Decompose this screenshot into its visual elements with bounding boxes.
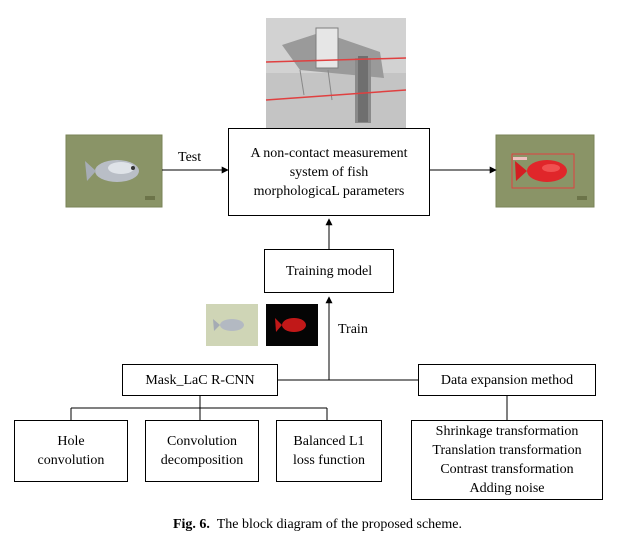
transformation-item-3: Contrast transformation — [440, 462, 574, 477]
measurement-system-line-3: morphologicaL parameters — [253, 183, 405, 199]
convolution-decomposition-box: Convolution decomposition — [145, 420, 259, 482]
training-sample-original-image — [206, 304, 258, 346]
transformation-item-2: Translation transformation — [432, 443, 582, 458]
convolution-decomposition-line-2: decomposition — [160, 453, 244, 468]
training-model-box: Training model — [264, 249, 394, 293]
output-segmented-fish-photo — [495, 134, 595, 208]
hole-convolution-box: Hole convolution — [14, 420, 128, 482]
balanced-l1-loss-line-2: loss function — [293, 453, 365, 468]
transformations-box: Shrinkage transformation Translation tra… — [411, 420, 603, 500]
figure-caption-text: The block diagram of the proposed scheme… — [216, 517, 462, 532]
training-sample-mask-image — [266, 304, 318, 346]
hole-convolution-line-1: Hole — [57, 434, 85, 449]
figure-caption: Fig. 6. The block diagram of the propose… — [0, 517, 635, 533]
transformation-item-4: Adding noise — [469, 481, 545, 496]
measurement-system-line-2: system of fish — [289, 164, 369, 180]
training-model-label: Training model — [285, 263, 373, 279]
convolution-decomposition-line-1: Convolution — [166, 434, 237, 449]
mask-lac-rcnn-box: Mask_LaC R-CNN — [122, 364, 278, 396]
data-expansion-label: Data expansion method — [440, 372, 574, 388]
balanced-l1-loss-box: Balanced L1 loss function — [276, 420, 382, 482]
measurement-system-box: A non-contact measurement system of fish… — [228, 128, 430, 216]
edge-label-train: Train — [338, 322, 368, 337]
measurement-device-image — [265, 18, 407, 128]
figure-number: Fig. 6. — [172, 517, 210, 532]
mask-lac-rcnn-label: Mask_LaC R-CNN — [145, 372, 255, 388]
hole-convolution-line-2: convolution — [37, 453, 105, 468]
transformation-item-1: Shrinkage transformation — [435, 424, 579, 439]
measurement-system-line-1: A non-contact measurement — [250, 145, 408, 161]
input-fish-photo — [65, 134, 163, 208]
data-expansion-box: Data expansion method — [418, 364, 596, 396]
balanced-l1-loss-line-1: Balanced L1 — [293, 434, 365, 449]
edge-label-test: Test — [178, 150, 202, 165]
